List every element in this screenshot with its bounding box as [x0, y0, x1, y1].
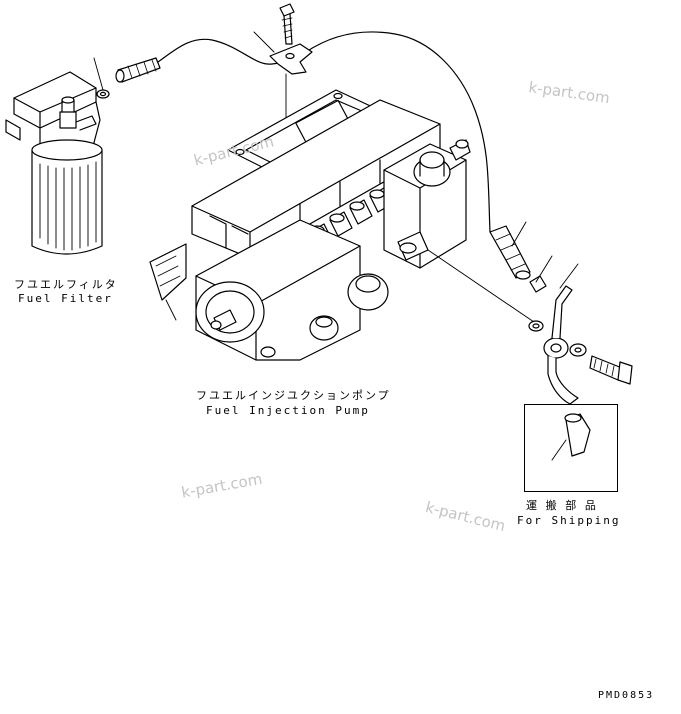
connection-parts [528, 255, 633, 405]
injection-pump-label-en: Fuel Injection Pump [206, 404, 370, 417]
fuel-filter-label-jp: フユエルフィルタ [14, 278, 118, 291]
shipping-cap [551, 413, 591, 461]
shipping-label-jp: 運 搬 部 品 [526, 499, 597, 512]
injection-pump-label-jp: フユエルインジユクションポンプ [196, 389, 391, 402]
fuel-filter-illustration [5, 57, 110, 255]
fuel-hose [115, 31, 531, 280]
fuel-filter-label-en: Fuel Filter [18, 292, 113, 305]
for-shipping-box [524, 404, 618, 492]
fuel-injection-pump-illustration [149, 89, 535, 361]
shipping-label-en: For Shipping [517, 514, 621, 527]
drawing-code: PMD0853 [598, 690, 655, 701]
